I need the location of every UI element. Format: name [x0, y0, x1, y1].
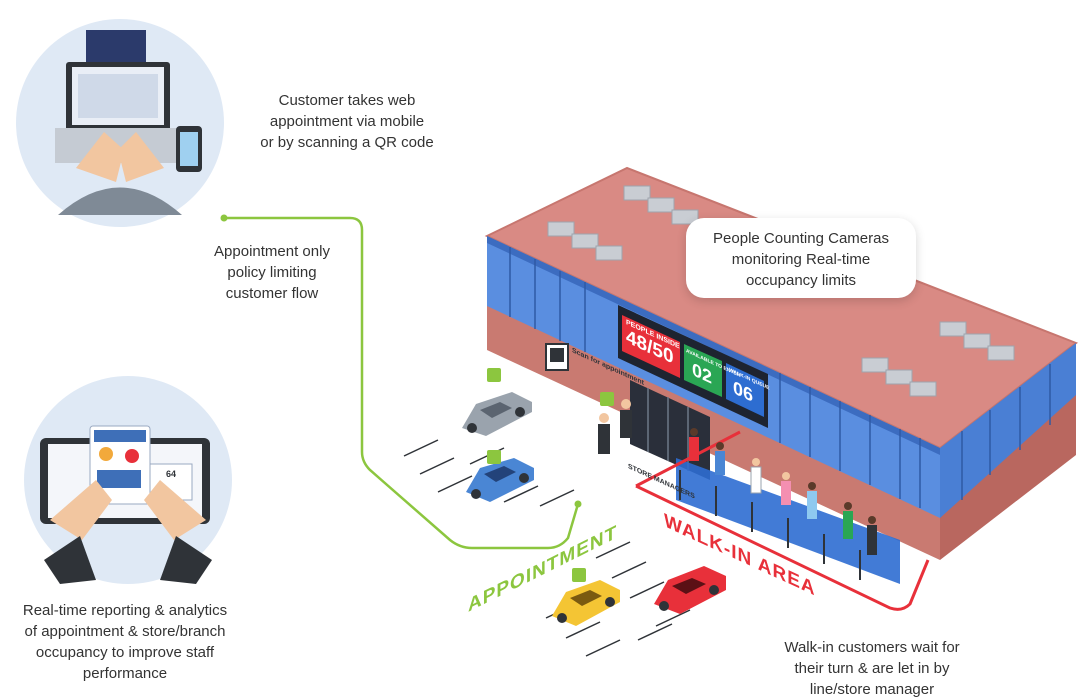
cameras-callout: People Counting Cameras monitoring Real-…	[686, 218, 916, 298]
available-sign	[684, 344, 722, 397]
store-manager-figure	[620, 399, 632, 438]
location-pins	[487, 368, 614, 582]
car-yellow	[552, 580, 620, 626]
cameras-caption: People Counting Cameras monitoring Real-…	[713, 230, 889, 289]
walkin-caption: Walk-in customers wait for their turn & …	[784, 639, 960, 698]
web-appointment-caption: Customer takes web appointment via mobil…	[260, 92, 434, 151]
store-manager-figure	[598, 413, 610, 454]
store-building	[484, 166, 1079, 560]
available-value: 02	[692, 360, 712, 389]
laptop-circle-illustration	[16, 19, 224, 227]
appointment-path	[220, 214, 582, 550]
occupancy-display: PEOPLE INSIDE 48/50 AVAILABLE TO ENTER 0…	[618, 305, 770, 428]
gauge-value: 64	[166, 469, 176, 479]
reporting-caption: Real-time reporting & analytics of appoi…	[22, 602, 228, 682]
tablet-circle-illustration: 64	[24, 376, 232, 584]
people-inside-sign	[622, 315, 680, 378]
queue-value: 06	[733, 378, 753, 407]
policy-caption: Appointment only policy limiting custome…	[214, 243, 330, 302]
queue-sign	[726, 363, 764, 417]
car-blue	[466, 458, 534, 502]
people-figures	[598, 399, 877, 555]
car-red	[654, 566, 726, 614]
walk-in-area	[635, 430, 930, 611]
car-grey	[462, 392, 532, 436]
